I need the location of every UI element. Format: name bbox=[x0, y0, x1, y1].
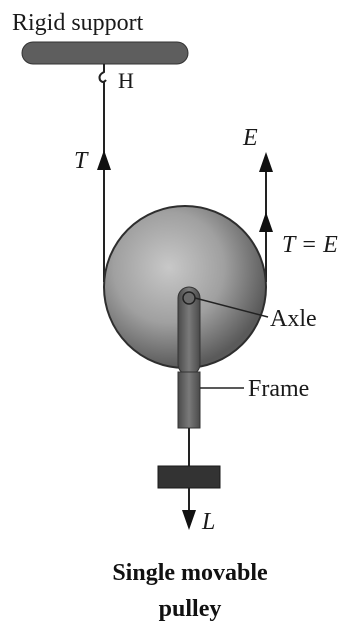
axle-icon bbox=[182, 291, 196, 305]
caption-line-1: Single movable bbox=[112, 560, 268, 586]
effort-arrow-icon bbox=[259, 152, 273, 172]
frame-label: Frame bbox=[248, 376, 309, 402]
rigid-support-bar bbox=[21, 41, 189, 65]
axle-leader bbox=[194, 297, 269, 318]
hook-label: H bbox=[118, 68, 134, 93]
frame-body bbox=[177, 371, 201, 429]
tension-right-arrow-icon bbox=[259, 212, 273, 232]
caption-line-2: pulley bbox=[159, 596, 222, 622]
load-block bbox=[157, 465, 221, 489]
axle-label: Axle bbox=[270, 306, 317, 332]
tension-left-label: T bbox=[74, 148, 89, 174]
tension-right-label: T = E bbox=[282, 232, 338, 258]
load-arrow-icon bbox=[182, 510, 196, 530]
load-label: L bbox=[201, 509, 215, 535]
effort-label: E bbox=[242, 125, 258, 151]
support-label: Rigid support bbox=[12, 10, 144, 36]
tension-left-arrow-icon bbox=[97, 150, 111, 170]
hook-icon bbox=[98, 64, 107, 83]
